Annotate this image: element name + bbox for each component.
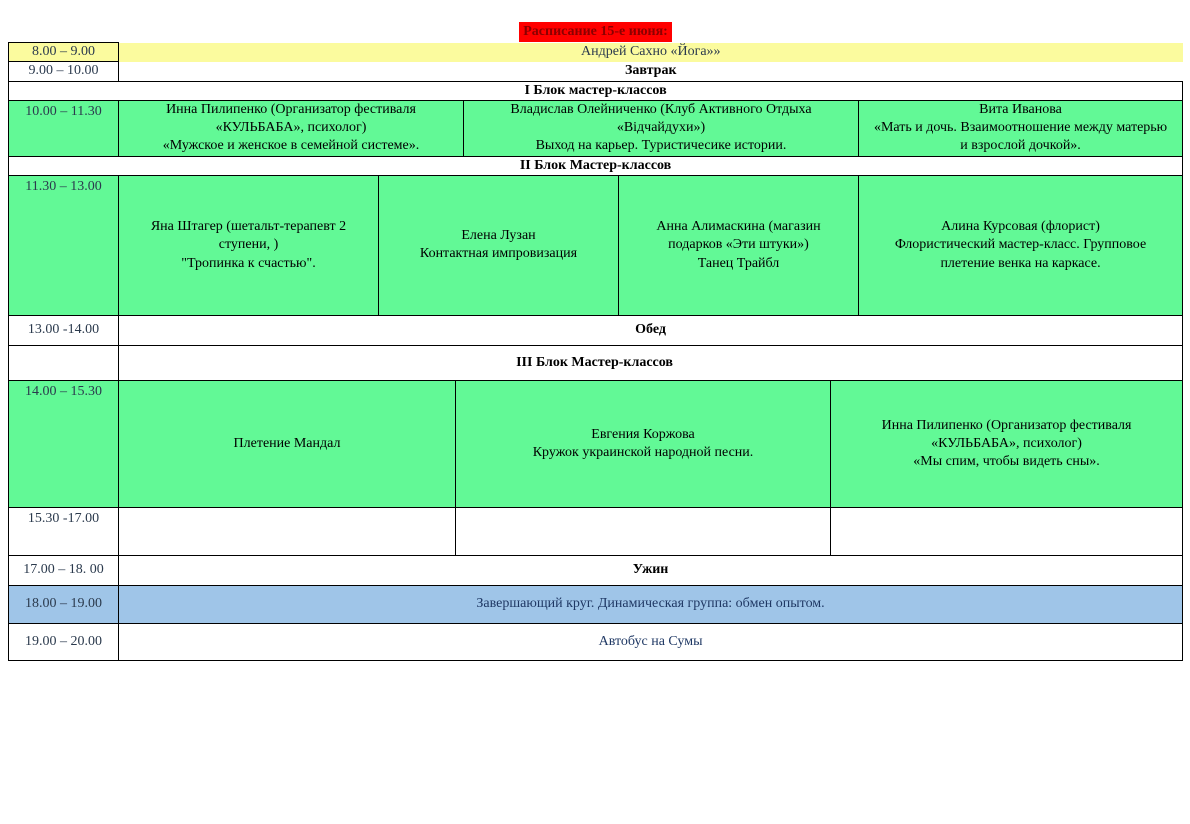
empty-cell <box>455 506 831 556</box>
event-bus: Автобус на Сумы <box>117 622 1184 661</box>
row-title: Расписание 15-е июня: <box>9 22 1183 43</box>
event-line: Анна Алимаскина (магазин <box>656 219 821 235</box>
event-yoga: Андрей Сахно «Йога»» <box>118 42 1183 62</box>
event-cell: Алина Курсовая (флорист) Флористический … <box>857 174 1184 316</box>
event-line: «КУЛЬБАБА», психолог) <box>931 435 1082 451</box>
event-line: Яна Штагер (шетальт-терапевт 2 <box>150 219 347 235</box>
event-cell: Плетение Мандал <box>118 379 456 508</box>
time-cell-closing: 18.00 – 19.00 <box>8 584 119 624</box>
event-line: и взрослой дочкой». <box>960 138 1081 154</box>
event-cell: Инна Пилипенко (Организатор фестиваля «К… <box>118 99 464 157</box>
event-line: Вита Иванова <box>979 101 1062 117</box>
time-cell-yoga: 8.00 – 9.00 <box>8 42 119 63</box>
row-dinner: 17.00 – 18. 00 Ужин <box>8 554 1184 586</box>
row-block1-header: I Блок мастер-классов <box>7 80 1184 101</box>
empty-cell <box>118 506 456 556</box>
event-cell: Инна Пилипенко (Организатор фестиваля «К… <box>829 379 1184 508</box>
event-line: «Відчайдухи») <box>616 120 706 136</box>
time-cell-empty <box>8 344 119 381</box>
title-banner: Расписание 15-е июня: <box>519 22 672 43</box>
row-block3: 14.00 – 15.30 Плетение Мандал Евгения Ко… <box>8 379 1184 508</box>
event-line: подарков «Эти штуки») <box>668 237 809 253</box>
event-line: ступени, ) <box>218 237 279 253</box>
event-cell: Вита Иванова «Мать и дочь. Взаимоотношен… <box>857 99 1184 157</box>
event-cell: Владислав Олейниченко (Клуб Активного От… <box>463 99 859 157</box>
event-cell: Елена Лузан Контактная импровизация <box>378 174 619 316</box>
event-line: Инна Пилипенко (Организатор фестиваля <box>881 417 1132 433</box>
event-breakfast: Завтрак <box>625 63 677 79</box>
time-cell-block2: 11.30 – 13.00 <box>8 174 119 316</box>
event-line: Контактная импровизация <box>419 246 578 262</box>
time-cell-block3: 14.00 – 15.30 <box>8 379 119 508</box>
event-line: Плетение Мандал <box>233 435 341 451</box>
row-block1: 10.00 – 11.30 Инна Пилипенко (Организато… <box>8 99 1184 157</box>
time-cell-lunch: 13.00 -14.00 <box>8 314 119 346</box>
event-line: Владислав Олейниченко (Клуб Активного От… <box>510 101 812 117</box>
event-line: «Мы спим, чтобы видеть сны». <box>913 454 1100 470</box>
schedule-table: Расписание 15-е июня: 8.00 – 9.00 Андрей… <box>7 22 1184 661</box>
row-lunch: 13.00 -14.00 Обед <box>8 314 1184 346</box>
event-line: Инна Пилипенко (Организатор фестиваля <box>166 101 416 117</box>
time-cell-breakfast: 9.00 – 10.00 <box>8 61 119 82</box>
time-cell-free: 15.30 -17.00 <box>8 506 119 556</box>
event-line: «КУЛЬБАБА», психолог) <box>215 120 367 136</box>
row-yoga: 8.00 – 9.00 Андрей Сахно «Йога»» <box>8 42 1183 63</box>
row-block3-header: III Блок Мастер-классов <box>8 344 1184 381</box>
event-line: плетение венка на каркасе. <box>940 255 1101 271</box>
time-cell-dinner: 17.00 – 18. 00 <box>8 554 119 586</box>
event-closing: Завершающий круг. Динамическая группа: о… <box>117 584 1184 624</box>
event-lunch: Обед <box>117 314 1184 346</box>
event-line: «Мужское и женское в семейной системе». <box>162 138 420 154</box>
row-block2: 11.30 – 13.00 Яна Штагер (шетальт-терапе… <box>8 174 1184 316</box>
block1-header: I Блок мастер-классов <box>7 80 1184 101</box>
event-line: Флористический мастер-класс. Групповое <box>894 237 1147 253</box>
row-free-slot: 15.30 -17.00 <box>8 506 1184 556</box>
row-closing: 18.00 – 19.00 Завершающий круг. Динамиче… <box>8 584 1184 624</box>
event-line: Алина Курсовая (флорист) <box>941 219 1100 235</box>
event-cell: Анна Алимаскина (магазин подарков «Эти ш… <box>618 174 859 316</box>
time-cell-block1: 10.00 – 11.30 <box>8 99 119 157</box>
event-line: Выход на карьер. Туристичесике истории. <box>535 138 787 154</box>
event-line: «Мать и дочь. Взаимоотношение между мате… <box>873 120 1168 136</box>
event-line: Елена Лузан <box>461 228 536 244</box>
row-breakfast: 9.00 – 10.00 Завтрак <box>8 61 1183 82</box>
row-bus: 19.00 – 20.00 Автобус на Сумы <box>8 622 1184 661</box>
event-cell: Яна Штагер (шетальт-терапевт 2 ступени, … <box>118 174 379 316</box>
event-dinner: Ужин <box>117 554 1184 586</box>
event-line: Танец Трайбл <box>697 255 780 271</box>
empty-cell <box>829 506 1184 556</box>
event-line: "Тропинка к счастью". <box>181 255 316 271</box>
title-row-cell: Расписание 15-е июня: <box>9 22 1183 43</box>
time-cell-bus: 19.00 – 20.00 <box>8 622 119 661</box>
row-block2-header: II Блок Мастер-классов <box>7 155 1184 176</box>
block3-header-cell: III Блок Мастер-классов <box>117 344 1184 381</box>
event-line: Кружок украинской народной песни. <box>532 444 754 460</box>
event-cell: Евгения Коржова Кружок украинской народн… <box>455 379 831 508</box>
block3-header: III Блок Мастер-классов <box>516 354 673 370</box>
event-line: Евгения Коржова <box>591 426 695 442</box>
block2-header: II Блок Мастер-классов <box>7 155 1184 176</box>
